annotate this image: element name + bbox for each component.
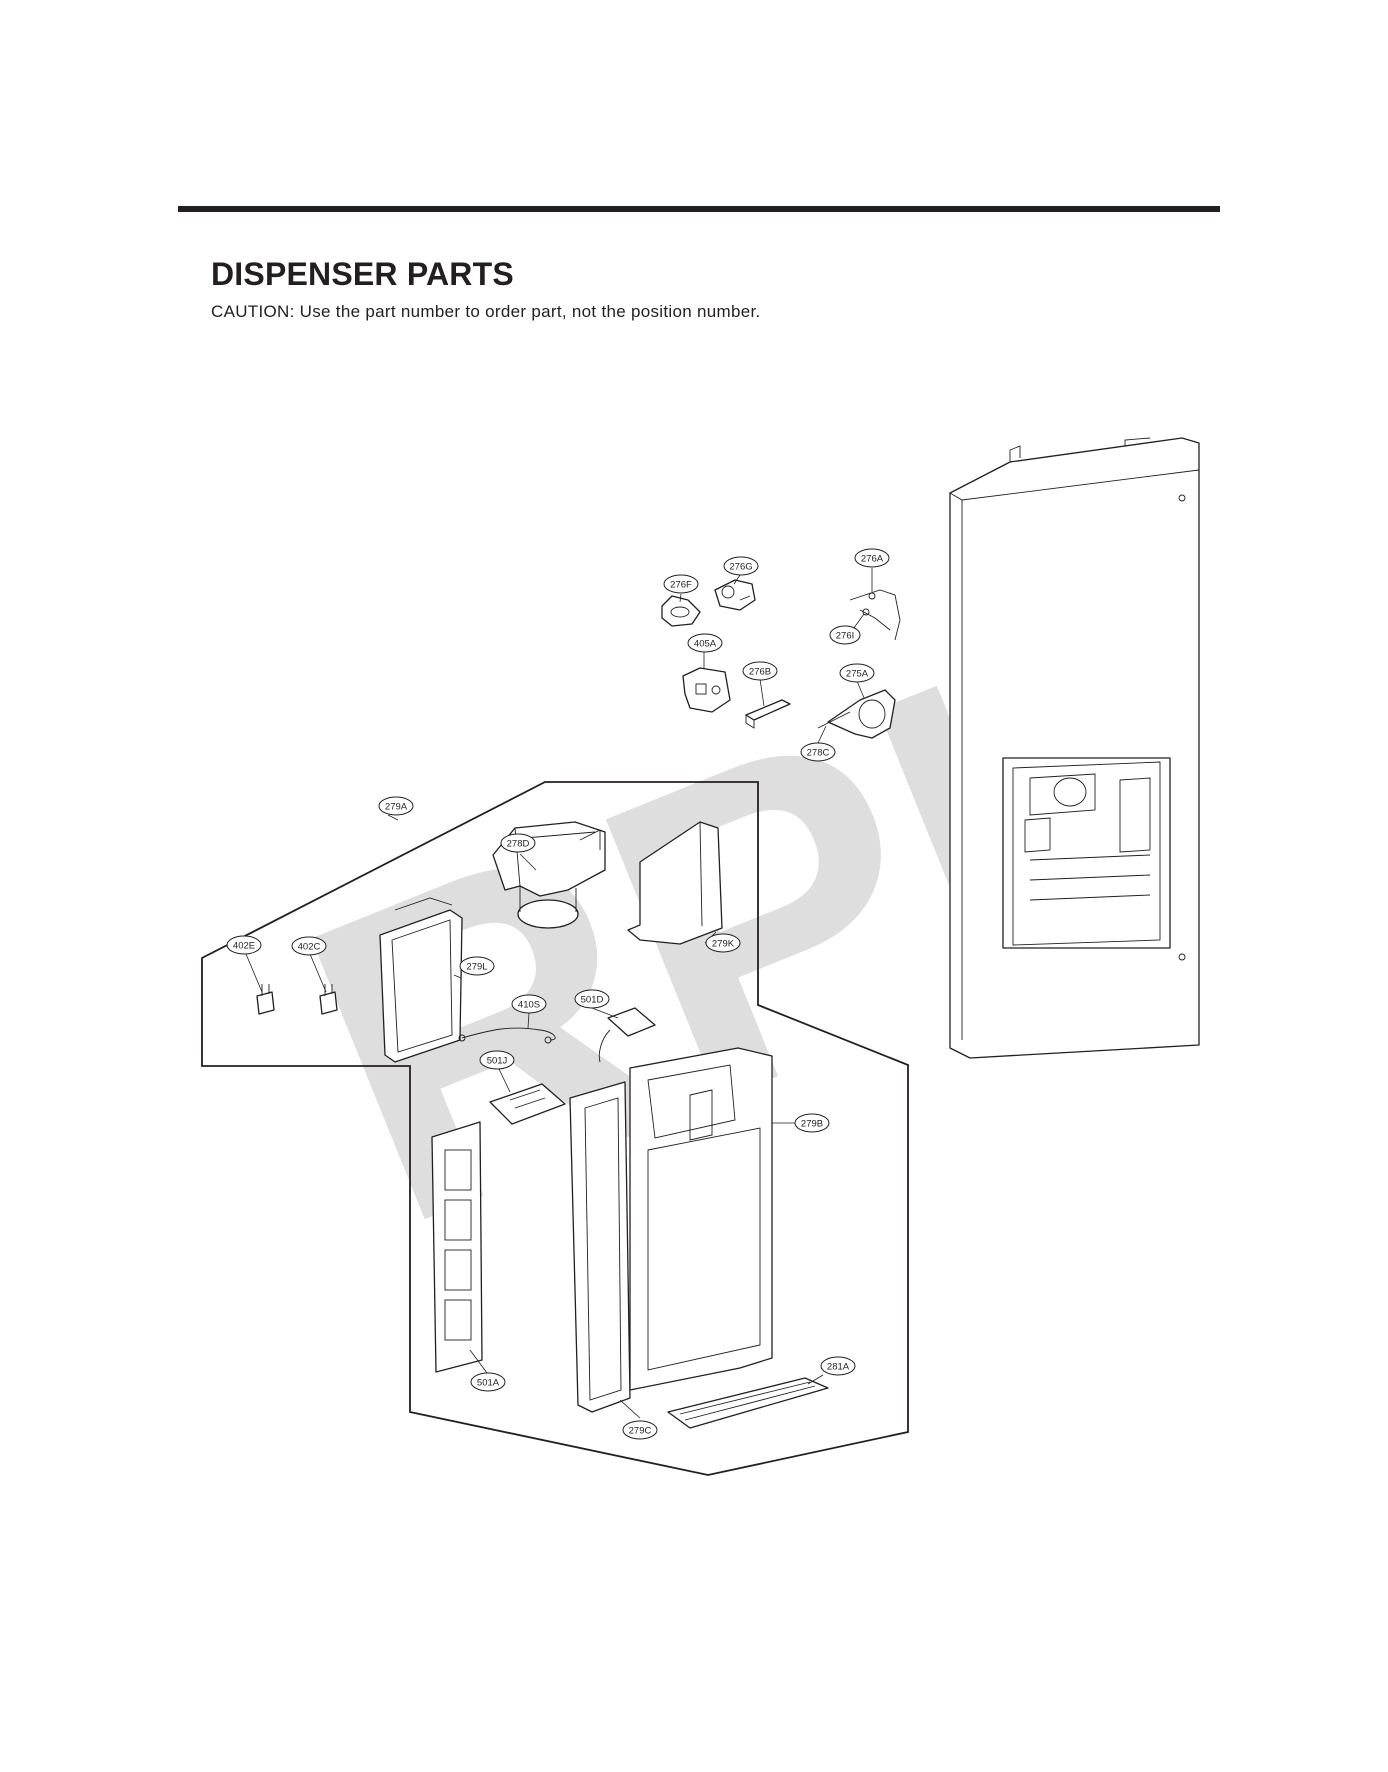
callout-278D: 278D — [500, 833, 536, 853]
svg-text:279B: 279B — [801, 1119, 823, 1130]
part-275A — [817, 689, 896, 739]
svg-text:276F: 276F — [670, 580, 692, 591]
svg-text:405A: 405A — [694, 639, 717, 650]
callout-410S: 410S — [511, 994, 547, 1014]
svg-text:275A: 275A — [846, 669, 869, 680]
part-276G — [714, 579, 756, 611]
svg-text:501D: 501D — [581, 995, 604, 1006]
svg-text:501J: 501J — [487, 1056, 508, 1067]
callout-279A: 279A — [378, 796, 414, 816]
svg-text:279A: 279A — [385, 802, 408, 813]
svg-text:279L: 279L — [466, 962, 487, 973]
svg-text:279C: 279C — [629, 1426, 652, 1437]
part-279B-housing — [629, 1047, 773, 1391]
part-402E-switch — [256, 984, 275, 1015]
svg-text:402C: 402C — [298, 942, 321, 953]
part-276A — [849, 589, 901, 641]
part-279K-cover — [627, 821, 723, 945]
part-501D-board — [598, 1007, 656, 1063]
callout-402C: 402C — [291, 936, 327, 956]
callout-281A: 281A — [820, 1356, 856, 1376]
callout-278C: 278C — [800, 742, 836, 762]
svg-text:276I: 276I — [836, 631, 855, 642]
part-402C-switch — [319, 984, 338, 1015]
part-279C-front-panel — [569, 1081, 631, 1413]
part-276F — [661, 595, 701, 627]
svg-text:278D: 278D — [507, 839, 530, 850]
svg-text:276A: 276A — [861, 554, 884, 565]
assembly-outline — [201, 781, 909, 1476]
svg-text:278C: 278C — [807, 748, 830, 759]
part-281A-grille — [667, 1377, 829, 1429]
svg-text:276G: 276G — [729, 562, 752, 573]
svg-text:410S: 410S — [518, 1000, 540, 1011]
callout-501A: 501A — [470, 1372, 506, 1392]
callout-405A: 405A — [687, 633, 723, 653]
svg-text:281A: 281A — [827, 1362, 850, 1373]
part-501J-board — [489, 1083, 566, 1125]
callout-279L: 279L — [459, 956, 495, 976]
svg-text:501A: 501A — [477, 1378, 500, 1389]
page-title: DISPENSER PARTS — [211, 256, 514, 292]
part-410S-cable — [458, 1027, 556, 1044]
callout-501D: 501D — [574, 989, 610, 1009]
callout-279K: 279K — [705, 933, 741, 953]
caution-note: CAUTION: Use the part number to order pa… — [211, 302, 761, 321]
callout-279C: 279C — [622, 1420, 658, 1440]
part-501A-control-panel — [431, 1121, 483, 1373]
door-panel — [949, 437, 1200, 1059]
callout-279B: 279B — [794, 1113, 830, 1133]
header-rule — [178, 206, 1220, 212]
callout-276G: 276G — [723, 556, 759, 576]
svg-text:402E: 402E — [233, 941, 255, 952]
callout-276I: 276I — [829, 625, 861, 645]
part-276B — [745, 699, 791, 729]
callout-276A: 276A — [854, 548, 890, 568]
callout-402E: 402E — [226, 935, 262, 955]
svg-text:276B: 276B — [749, 667, 771, 678]
leader-lines — [245, 568, 873, 1419]
callout-501J: 501J — [479, 1050, 515, 1070]
svg-text:279K: 279K — [712, 939, 735, 950]
callout-275A: 275A — [839, 663, 875, 683]
callout-276F: 276F — [663, 574, 699, 594]
callout-276B: 276B — [742, 661, 778, 681]
part-405A — [682, 667, 731, 713]
